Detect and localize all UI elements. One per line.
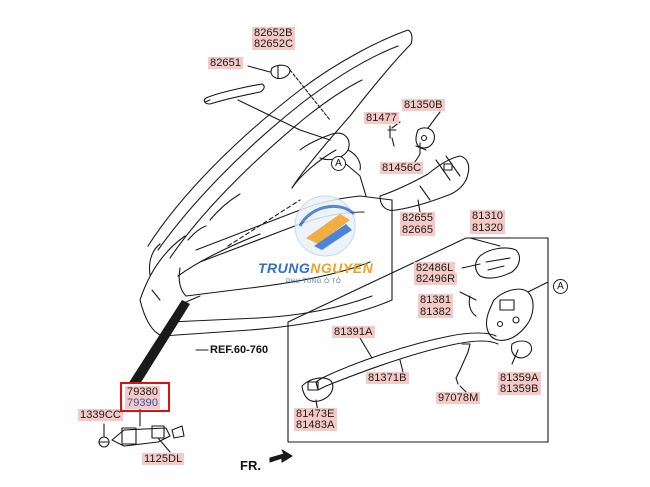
part-label-79390: 79390	[125, 397, 161, 409]
door-latch	[485, 288, 534, 341]
part-label-81382: 81382	[418, 306, 454, 318]
door-window-frame	[291, 149, 337, 189]
handle-cap	[270, 64, 291, 80]
part-label-81483A: 81483A	[294, 419, 337, 431]
bracket-81350B	[415, 127, 435, 149]
watermark-tagline: PHỤ TÙNG Ô TÔ	[286, 279, 342, 285]
part-label-82496R: 82496R	[414, 273, 458, 285]
part-label-81350B: 81350B	[402, 99, 445, 111]
part-label-81391A: 81391A	[332, 326, 375, 338]
watermark-logo	[294, 195, 356, 257]
part-label-81477: 81477	[364, 112, 400, 124]
callout-a: A	[331, 156, 346, 171]
part-label-81381: 81381	[418, 294, 454, 306]
screw-81477	[387, 125, 397, 147]
part-label-81359A: 81359A	[498, 372, 541, 384]
part-label-81320: 81320	[470, 222, 506, 234]
part-label-82486L: 82486L	[414, 262, 456, 274]
door-outer-panel	[147, 29, 413, 247]
inner-handle-link	[301, 377, 334, 403]
part-label-82665: 82665	[400, 224, 436, 236]
outer-handle	[203, 83, 265, 105]
part-label-82652C: 82652C	[252, 38, 296, 50]
part-label-1339CC: 1339CC	[78, 409, 123, 421]
front-label: FR.	[240, 458, 261, 473]
part-label-82652B: 82652B	[252, 27, 295, 39]
cable-81371B	[325, 340, 499, 387]
part-label-82655: 82655	[400, 212, 436, 224]
part-label-79380: 79380	[125, 386, 161, 398]
front-arrow	[269, 449, 293, 463]
door-lower-edge	[139, 235, 186, 301]
part-label-81473E: 81473E	[294, 408, 337, 420]
watermark-brand-b: NGUYEN	[310, 260, 374, 276]
door-inner-frame	[157, 45, 399, 251]
callout-a-detail: A	[553, 279, 568, 294]
watermark-brand-a: TRUNG	[258, 260, 311, 276]
part-label-81371B: 81371B	[366, 372, 409, 384]
part-label-97078M: 97078M	[436, 392, 481, 404]
actuator-82486	[474, 247, 521, 279]
latch-detail-box	[287, 237, 549, 443]
ref-label: REF.60-760	[210, 344, 269, 356]
part-label-1125DL: 1125DL	[142, 453, 185, 465]
cable-81391A	[321, 332, 497, 379]
part-label-81359B: 81359B	[498, 383, 541, 395]
part-label-81310: 81310	[470, 210, 506, 222]
latch-striker	[510, 340, 533, 359]
door-checker	[111, 427, 171, 447]
part-label-82651: 82651	[208, 57, 244, 69]
highlight-box	[120, 382, 170, 412]
rod-97078M	[455, 343, 471, 385]
handle-bracket	[379, 155, 470, 211]
part-label-81456C: 81456C	[380, 162, 424, 174]
ref-pointer	[128, 300, 190, 384]
